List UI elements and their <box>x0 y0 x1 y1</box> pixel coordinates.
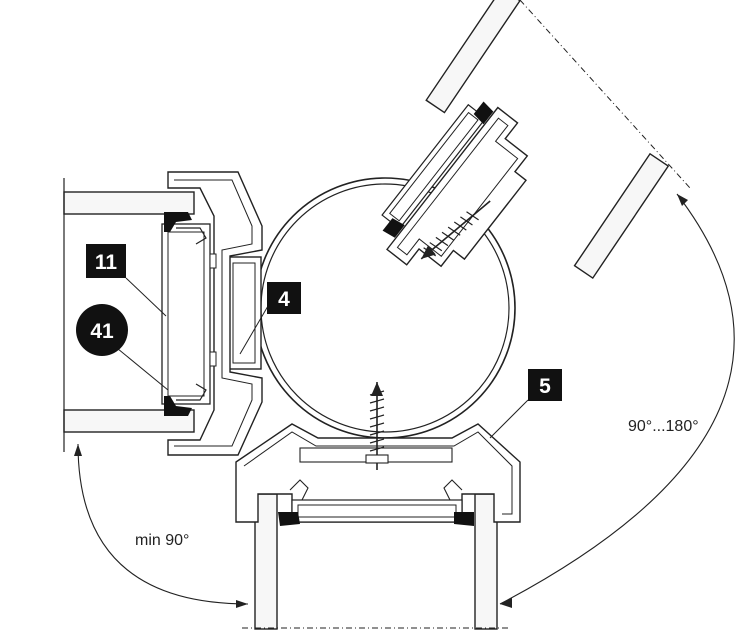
callout-11-label: 11 <box>95 251 118 274</box>
bottom-gaskets <box>278 479 474 526</box>
callout-4: 4 <box>267 282 301 314</box>
left-gaskets <box>164 212 217 416</box>
left-top-panel <box>63 191 195 215</box>
min-90-angle-arc <box>77 443 249 605</box>
callout-5: 5 <box>528 369 562 401</box>
callout-11: 11 <box>86 244 126 278</box>
upper-right-panel-dash <box>519 0 691 189</box>
callout-41: 41 <box>76 304 128 356</box>
callout-4-label: 4 <box>278 288 290 311</box>
upper-screw <box>420 200 491 260</box>
range-angle-label: 90°...180° <box>628 418 699 435</box>
connector-left-stem <box>226 256 262 370</box>
upper-right-panel-a <box>425 0 521 114</box>
range-arrow-bottom <box>500 598 512 608</box>
leader-11 <box>125 277 167 317</box>
upper-right-panel-b <box>573 152 670 280</box>
leader-4 <box>239 305 269 355</box>
min-90-arrow-right <box>236 600 248 608</box>
left-frame-profile <box>161 171 263 456</box>
min-90-arrow-top <box>74 444 82 456</box>
range-90-180-angle-arc <box>499 193 735 605</box>
callout-41-label: 41 <box>90 320 114 343</box>
leader-5 <box>489 399 529 439</box>
upper-right-frame-profile <box>381 101 529 268</box>
bottom-screw <box>365 382 389 470</box>
min-angle-label: min 90° <box>135 532 189 549</box>
callout-5-label: 5 <box>539 375 551 398</box>
leader-41 <box>111 343 169 391</box>
range-arrow-top <box>677 194 688 206</box>
